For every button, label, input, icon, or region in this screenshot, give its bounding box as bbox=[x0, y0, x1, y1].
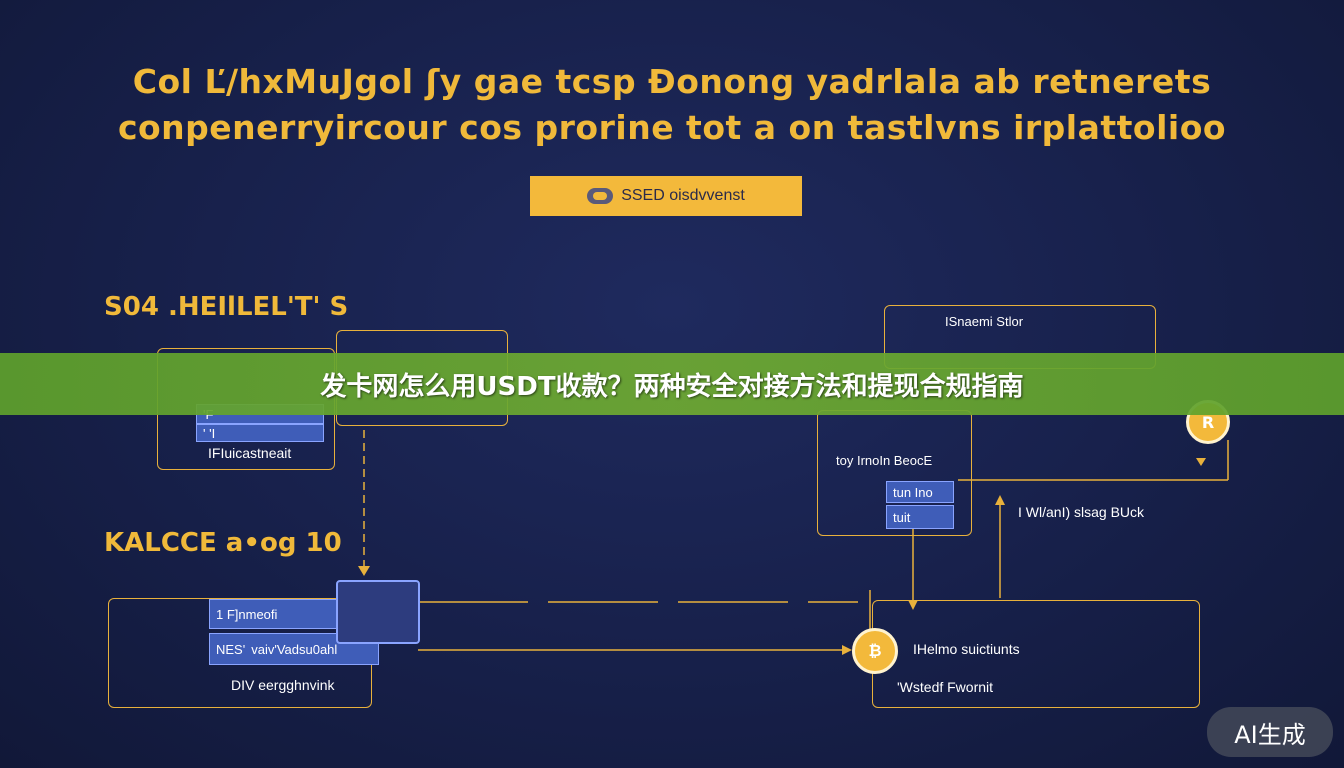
right-middle-box: toy IrnoIn BeocE tun Ino tuit bbox=[817, 410, 972, 536]
header-badge-label: SSED oisdvvenst bbox=[621, 187, 745, 204]
laptop-icon bbox=[336, 580, 420, 644]
diagram-title-line-1: Col Ľ/hxMuJgol ʃy gae tcsp Ɖonong yadrla… bbox=[132, 62, 1212, 101]
bottom-left-bar-prefix: NES' bbox=[216, 641, 246, 657]
left-top-bar-lower: ' 'I bbox=[196, 424, 324, 442]
bottom-left-box-label: DIV eergghnvink bbox=[231, 677, 335, 693]
article-title-text: 发卡网怎么用USDT收款？两种安全对接方法和提现合规指南 bbox=[320, 371, 1024, 402]
bottom-right-box: IHelmo suictiunts 'Wstedf Fwornit bbox=[872, 600, 1200, 708]
right-middle-bar-upper: tun Ino bbox=[886, 481, 954, 503]
bottom-left-bar-text: vaiv'Vadsu0ahl bbox=[251, 641, 338, 657]
right-middle-bar-lower: tuit bbox=[886, 505, 954, 529]
article-title-banner: 发卡网怎么用USDT收款？两种安全对接方法和提现合规指南 bbox=[0, 353, 1344, 415]
right-top-box-label: ISnaemi Stlor bbox=[945, 314, 1024, 329]
bottom-left-bar-upper: 1 F]nmeofi bbox=[209, 599, 359, 629]
bitcoin-coin-icon-bottom: ₿ bbox=[852, 628, 898, 674]
right-coin-glyph: R bbox=[1201, 412, 1215, 432]
bottom-left-box: 1 F]nmeofi NES' vaiv'Vadsu0ahl DIV eergg… bbox=[108, 598, 379, 708]
section-heading-2: KALCCE a•og 10 bbox=[104, 528, 342, 558]
right-middle-box-label: toy IrnoIn BeocE bbox=[836, 453, 933, 468]
left-top-box-label: IFIuicastneait bbox=[208, 445, 292, 461]
section-heading-1: S04 .HEIlLEL'T' S bbox=[104, 292, 349, 322]
ai-generated-watermark: AI生成 bbox=[1207, 707, 1333, 757]
header-badge: SSED oisdvvenst bbox=[530, 176, 802, 216]
bottom-right-label-top: IHelmo suictiunts bbox=[913, 641, 1020, 657]
coin-stack-icon bbox=[587, 188, 614, 204]
right-side-label: I Wl/anI) slsag BUck bbox=[1018, 504, 1145, 520]
bottom-right-label-bottom: 'Wstedf Fwornit bbox=[897, 679, 994, 695]
bottom-coin-glyph: ₿ bbox=[868, 641, 882, 660]
diagram-title-line-2: conpenerryircour cos prorine tot a on ta… bbox=[117, 108, 1227, 147]
